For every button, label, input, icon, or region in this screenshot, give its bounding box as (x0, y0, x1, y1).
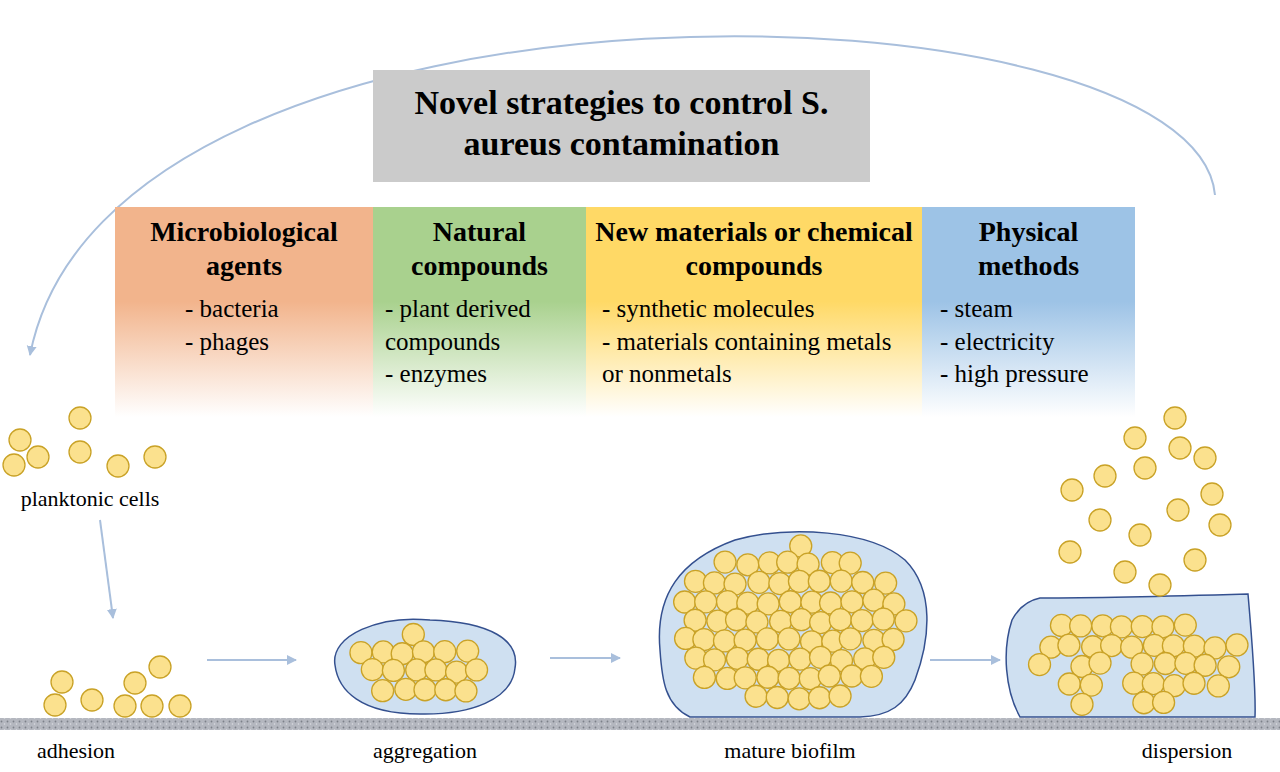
strategy-box: Natural compounds- plant derived compoun… (373, 207, 586, 417)
item-list: - steam- electricity- high pressure (922, 283, 1135, 405)
list-item: - electricity (940, 326, 1127, 359)
list-item: - plant derived compounds (385, 293, 578, 358)
list-item: - high pressure (940, 358, 1127, 391)
list-item: - steam (940, 293, 1127, 326)
stage-arrow (550, 657, 620, 659)
dispersing-biofilm (1006, 594, 1255, 717)
stage-label: mature biofilm (724, 738, 855, 764)
stage-arrow (930, 659, 1000, 661)
list-item: - materials containing metals or nonmeta… (602, 326, 914, 391)
category-heading: Microbiological agents (115, 207, 373, 283)
title-box: Novel strategies to control S. aureus co… (373, 70, 870, 182)
stage-arrow (207, 659, 296, 661)
item-list: - bacteria- phages (115, 283, 373, 372)
category-heading: New materials or chemical compounds (586, 207, 922, 283)
strategy-box: Microbiological agents- bacteria- phages (115, 207, 373, 417)
surface (0, 718, 1280, 730)
list-item: - phages (185, 326, 365, 359)
stage-label: planktonic cells (21, 486, 160, 512)
bacterial-cells (3, 407, 1248, 717)
category-heading: Natural compounds (373, 207, 586, 283)
title-text: Novel strategies to control S. aureus co… (387, 82, 856, 165)
stage-label: aggregation (373, 738, 477, 764)
list-item: - bacteria (185, 293, 365, 326)
item-list: - synthetic molecules- materials contain… (586, 283, 922, 405)
item-list: - plant derived compounds- enzymes (373, 283, 586, 405)
stage-arrow (100, 520, 113, 618)
strategy-box: Physical methods- steam- electricity- hi… (922, 207, 1135, 417)
biofilm-matrix (659, 532, 927, 717)
aggregation-matrix (335, 619, 516, 714)
stage-label: adhesion (37, 738, 115, 764)
stage-label: dispersion (1142, 738, 1232, 764)
category-heading: Physical methods (922, 207, 1135, 283)
list-item: - synthetic molecules (602, 293, 914, 326)
strategy-box: New materials or chemical compounds- syn… (586, 207, 922, 417)
list-item: - enzymes (385, 358, 578, 391)
